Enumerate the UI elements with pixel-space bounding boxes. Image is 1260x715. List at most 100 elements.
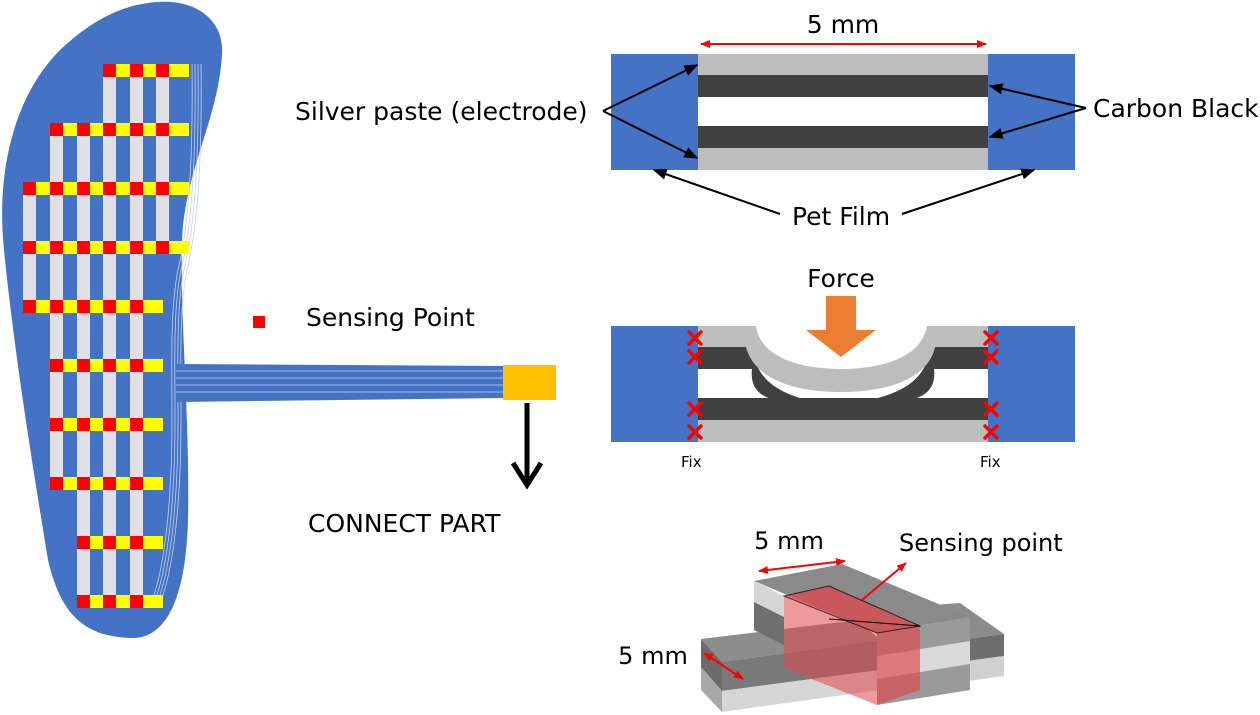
sensing-point-label: Sensing point	[899, 529, 1063, 557]
silver-layer-top-deformed	[698, 326, 988, 392]
iso-depth-label: 5 mm	[618, 642, 688, 670]
sensing-point	[156, 64, 169, 77]
pet-film-left-deformed	[611, 326, 698, 442]
sensing-point	[130, 477, 143, 490]
carbon-pointer-bottom	[988, 107, 1087, 139]
sensing-point	[130, 418, 143, 431]
connect-part-label: CONNECT PART	[308, 509, 501, 538]
sensing-point	[50, 477, 63, 490]
lower-bar-right-face-light	[960, 656, 1004, 682]
pet-pointer-left	[652, 168, 781, 215]
sensing-point	[130, 595, 143, 608]
fix-label-right: Fix	[980, 453, 1001, 471]
sensor-column-bar	[130, 64, 143, 608]
sensing-point	[77, 359, 90, 372]
sensing-point-legend-label: Sensing Point	[306, 303, 475, 332]
fix-x-mark	[983, 330, 999, 346]
sensing-point	[103, 64, 116, 77]
sensing-point	[77, 241, 90, 254]
fix-label-left: Fix	[681, 453, 702, 471]
lower-bar-right-face-dark	[960, 634, 1004, 662]
carbon-layer-bottom	[698, 126, 988, 148]
sensing-point	[156, 182, 169, 195]
connector-arrow-head	[510, 461, 544, 490]
silver-paste-label: Silver paste (electrode)	[295, 97, 588, 126]
pet-film-right-deformed	[988, 326, 1075, 442]
sensing-point	[103, 241, 116, 254]
sensing-point	[130, 359, 143, 372]
sensing-point	[130, 300, 143, 313]
sensing-point	[77, 123, 90, 136]
fix-marks	[687, 330, 999, 440]
isometric-view-diagram: 5 mm 5 mm Sensing point	[618, 527, 1063, 712]
ribbon-lines	[176, 370, 503, 393]
silver-pointer-bottom	[602, 110, 699, 159]
sensing-point	[50, 182, 63, 195]
sensor-column-bar	[103, 64, 116, 608]
carbon-pointer-top	[988, 83, 1087, 109]
fix-x-mark	[983, 349, 999, 365]
fix-x-mark	[687, 424, 703, 440]
sensor-column-bar	[156, 64, 169, 254]
fix-x-mark	[687, 401, 703, 417]
lead-line	[158, 63, 202, 607]
sensing-volume-front	[877, 626, 920, 705]
sensing-point	[130, 123, 143, 136]
iso-depth-arrow	[703, 652, 744, 680]
sensing-point	[103, 359, 116, 372]
sensing-point	[130, 182, 143, 195]
sensing-point	[130, 536, 143, 549]
fix-x-mark	[983, 424, 999, 440]
sensing-volume-side	[784, 596, 877, 705]
sensing-point-pointer	[861, 562, 907, 601]
sensing-point	[50, 418, 63, 431]
sensing-point	[77, 300, 90, 313]
pet-pointer-right	[901, 168, 1036, 215]
sensing-point	[50, 123, 63, 136]
silver-layer-top	[698, 54, 988, 75]
sensing-point	[156, 123, 169, 136]
sensing-point-divider	[828, 618, 921, 627]
sensing-point	[23, 241, 36, 254]
upper-bar-top	[754, 564, 970, 633]
sensing-point	[130, 64, 143, 77]
sensing-point	[103, 123, 116, 136]
sensing-point	[23, 182, 36, 195]
force-arrow	[806, 296, 876, 357]
silver-pointer-top	[602, 64, 699, 112]
iso-width-label: 5 mm	[754, 527, 824, 555]
lead-line	[149, 63, 193, 607]
sensing-point	[77, 418, 90, 431]
sensing-point	[156, 241, 169, 254]
sensing-point	[50, 300, 63, 313]
deformed-section-diagram: Force Fix Fix	[611, 264, 1075, 471]
lead-line	[155, 63, 199, 607]
lead-lines	[149, 63, 202, 607]
insole-sensor: CONNECT PART	[2, 1, 556, 639]
carbon-layer-top-deformed	[698, 347, 988, 400]
carbon-layer-bottom-deformed	[698, 398, 988, 420]
width-dimension-label: 5 mm	[807, 10, 880, 39]
pet-film-right	[988, 54, 1075, 170]
sensor-rows	[23, 64, 189, 608]
carbon-layer-top	[698, 75, 988, 97]
sensing-point	[103, 477, 116, 490]
sensing-point	[103, 418, 116, 431]
force-label: Force	[807, 264, 875, 293]
fix-x-mark	[687, 349, 703, 365]
upper-bar-left-light	[754, 581, 784, 617]
sensing-point	[103, 595, 116, 608]
silver-layer-bottom	[698, 148, 988, 170]
sensing-point	[103, 182, 116, 195]
pet-film-label: Pet Film	[792, 202, 890, 231]
sensing-point	[50, 359, 63, 372]
connector-pad	[503, 365, 556, 400]
cross-section-diagram: 5 mm Silver paste (electrode) Carbon Bla…	[295, 10, 1259, 231]
iso-width-arrow	[758, 558, 846, 574]
sensing-point	[77, 182, 90, 195]
upper-bar-left-dark	[754, 602, 784, 645]
lead-line	[152, 63, 196, 607]
sensing-point	[77, 477, 90, 490]
ribbon-cable	[176, 364, 504, 402]
